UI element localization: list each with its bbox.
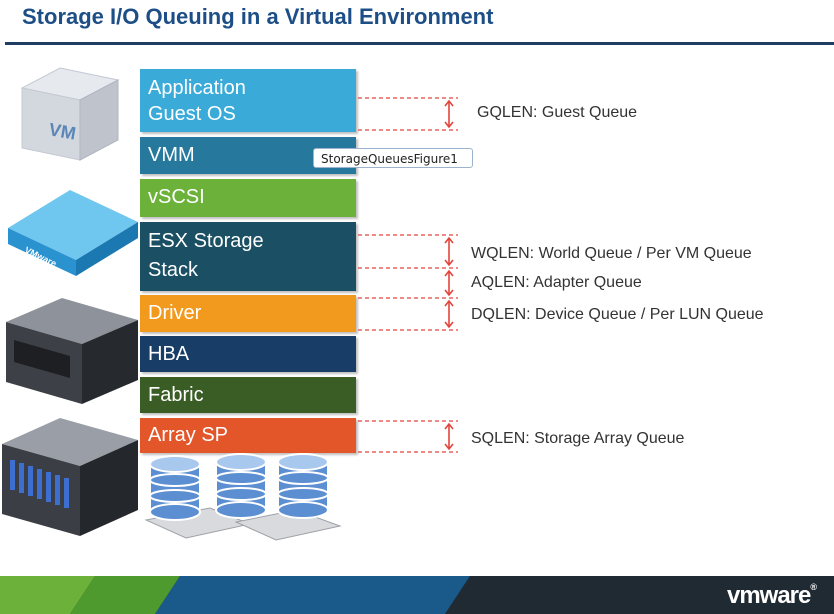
- vmware-logo: vmware®: [726, 582, 817, 610]
- aqlen-label: AQLEN: Adapter Queue: [471, 274, 642, 291]
- vm-cube-icon: VM: [20, 67, 120, 161]
- vm-cube-label: VM: [47, 119, 77, 143]
- storage-array-icon: [2, 418, 138, 536]
- wqlen-double-arrow-icon: [444, 236, 454, 267]
- layer-array-sp: Array SP: [140, 418, 356, 453]
- dqlen-label: DQLEN: Device Queue / Per LUN Queue: [471, 306, 764, 323]
- gqlen-label: GQLEN: Guest Queue: [477, 104, 638, 121]
- registered-mark: ®: [810, 582, 817, 592]
- page-title: Storage I/O Queuing in a Virtual Environ…: [22, 4, 494, 29]
- aqlen-double-arrow-icon: [444, 269, 454, 297]
- layer-vscsi-label: vSCSI: [148, 186, 205, 208]
- layer-fabric: Fabric: [140, 377, 356, 413]
- database-icon: [149, 455, 201, 521]
- layer-guest-os-label: Guest OS: [148, 103, 236, 125]
- queue-markers: [358, 97, 458, 453]
- layer-esx-storage-label: ESX Storage: [148, 230, 264, 252]
- layer-driver-label: Driver: [148, 302, 202, 324]
- disk-stacks: [144, 453, 342, 541]
- footer-accent-shapes: [0, 576, 834, 614]
- gqlen-double-arrow-icon: [444, 99, 454, 129]
- layer-hba-label: HBA: [148, 343, 190, 365]
- vmware-logo-text: vmware: [726, 582, 811, 609]
- wqlen-label: WQLEN: World Queue / Per VM Queue: [471, 245, 752, 262]
- dqlen-double-arrow-icon: [444, 299, 454, 329]
- layer-application-guest-os: Application Guest OS: [140, 69, 356, 132]
- layer-vscsi: vSCSI: [140, 179, 356, 217]
- layer-esx-storage-stack: ESX Storage Stack: [140, 222, 356, 291]
- title-divider: [5, 42, 834, 45]
- figure-tooltip: StorageQueuesFigure1: [313, 148, 473, 168]
- layer-array-sp-label: Array SP: [148, 424, 229, 446]
- database-icon: [215, 453, 267, 519]
- layer-driver: Driver: [140, 295, 356, 332]
- layer-stack-label: Stack: [148, 259, 199, 281]
- server-icon: [6, 298, 138, 404]
- sqlen-label: SQLEN: Storage Array Queue: [471, 430, 685, 447]
- vmware-slab-icon: VMware: [8, 190, 138, 276]
- layer-application-label: Application: [148, 77, 246, 99]
- layer-hba: HBA: [140, 336, 356, 372]
- sqlen-double-arrow-icon: [444, 422, 454, 451]
- left-illustrations: VM VMware: [2, 67, 138, 536]
- layer-fabric-label: Fabric: [148, 384, 204, 406]
- database-icon: [277, 453, 329, 519]
- footer-bar: vmware®: [0, 576, 834, 614]
- layer-vmm-label: VMM: [148, 144, 195, 166]
